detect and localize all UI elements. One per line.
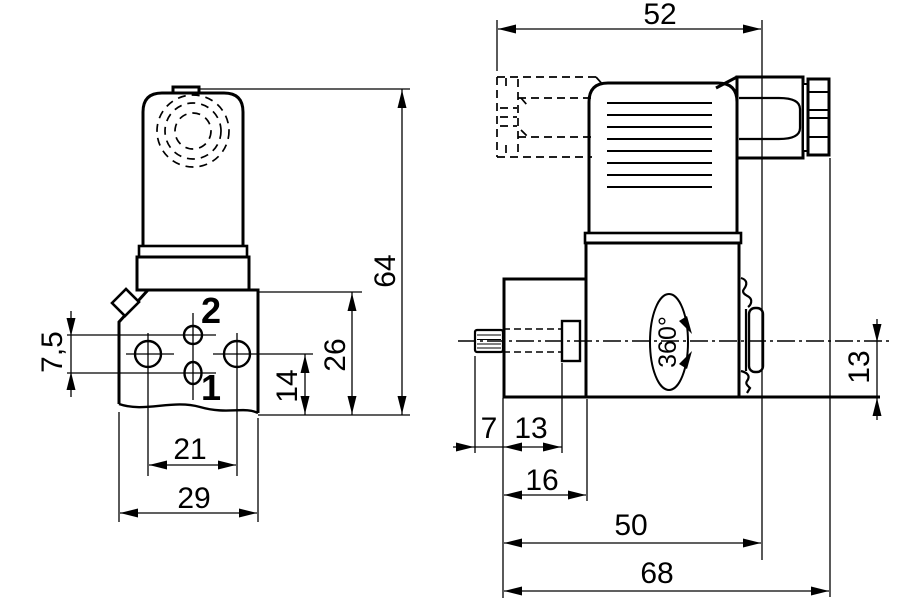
retaining-clip-top xyxy=(740,276,753,308)
coil-ribs xyxy=(607,102,712,188)
front-arrowheads xyxy=(66,90,407,518)
connector-housing xyxy=(735,75,805,160)
front-centerlines xyxy=(67,313,313,476)
end-cap xyxy=(747,306,765,374)
rotation-arrow-bottom xyxy=(679,351,692,369)
stem-hidden-lines xyxy=(503,328,562,353)
coil-flange xyxy=(137,244,249,259)
connector-inner-shape xyxy=(739,96,802,141)
hidden-nut-circles xyxy=(156,94,230,168)
rotation-arrow-top xyxy=(679,316,692,334)
break-line xyxy=(118,402,259,415)
stem-knob-knurling xyxy=(477,334,501,349)
rotation-ellipse xyxy=(649,293,689,391)
valve-body-side xyxy=(584,241,741,399)
connector-chamfer xyxy=(715,75,738,90)
coil-body xyxy=(141,91,245,246)
retaining-clip-bottom xyxy=(740,369,752,394)
override-tab xyxy=(110,287,141,318)
valve-body-outline xyxy=(117,288,260,413)
coil-top-notch xyxy=(171,85,201,93)
coil-body-side xyxy=(587,81,739,233)
side-arrowheads xyxy=(456,24,882,596)
armature-block xyxy=(135,255,251,292)
front-view xyxy=(67,85,313,476)
side-view xyxy=(458,75,890,399)
side-dimension-lines xyxy=(453,20,878,598)
front-dimension-lines xyxy=(70,88,410,522)
cable-gland-ribs xyxy=(808,91,829,138)
connector-dashed-outline xyxy=(496,76,605,158)
